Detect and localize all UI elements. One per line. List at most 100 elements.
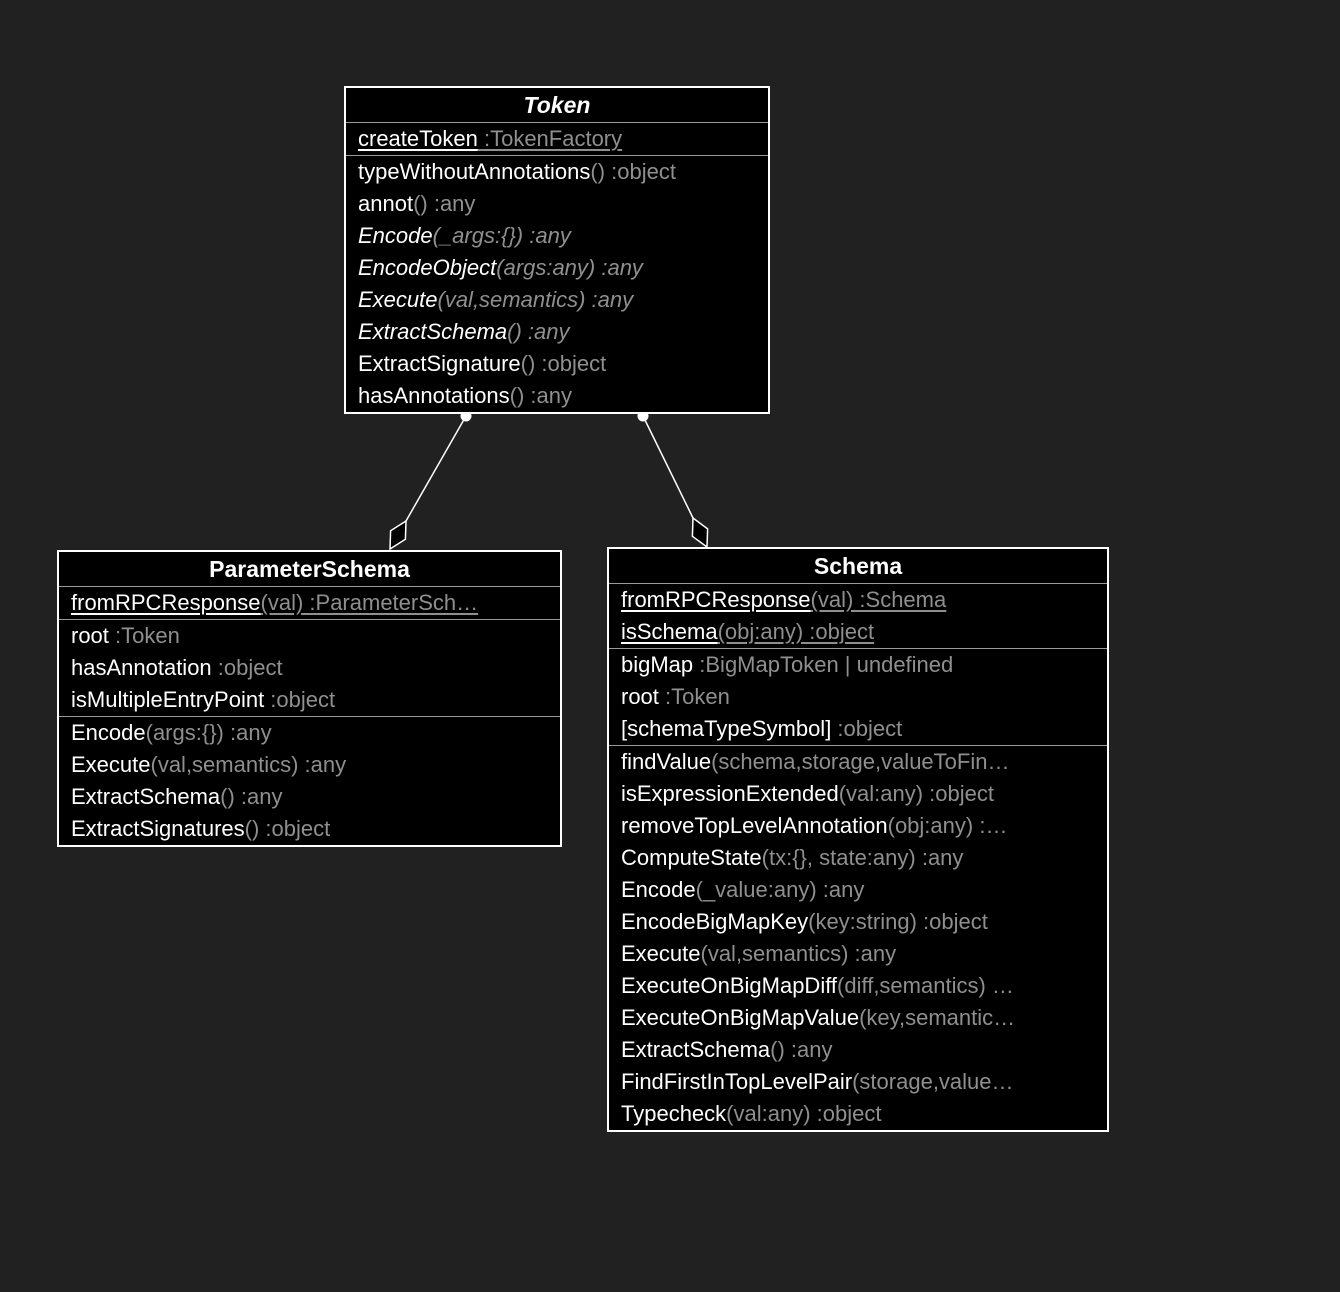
member-signature: :object	[211, 655, 283, 680]
member-signature: (val) :ParameterSch…	[260, 590, 479, 615]
member-name: annot	[358, 191, 414, 216]
member-name: hasAnnotations	[358, 383, 510, 408]
member-signature: () :object	[520, 351, 607, 376]
member-signature: (val,semantics) :any	[437, 287, 634, 312]
member-signature: (_value:any) :any	[695, 877, 865, 902]
edge-line	[405, 415, 467, 522]
member-signature: (tx:{}, state:any) :any	[761, 845, 964, 870]
member-signature: () :object	[590, 159, 676, 184]
member-name: Execute	[621, 941, 701, 966]
member-row: removeTopLevelAnnotation(obj:any) :…	[609, 810, 1107, 842]
member-row: root :Token	[609, 681, 1107, 713]
aggregation-diamond-icon	[389, 519, 407, 551]
member-name: fromRPCResponse	[71, 590, 261, 615]
member-name: createToken	[358, 126, 478, 151]
member-signature: (key,semantic…	[859, 1005, 1016, 1030]
member-name: removeTopLevelAnnotation	[621, 813, 888, 838]
member-signature: (diff,semantics) …	[837, 973, 1014, 998]
member-signature: :Token	[108, 623, 180, 648]
member-row: Typecheck(val:any) :object	[609, 1098, 1107, 1130]
aggregation-edge-schema-token	[637, 410, 709, 549]
member-row: Execute(val,semantics) :any	[59, 749, 560, 781]
member-row: fromRPCResponse(val) :Schema	[609, 584, 1107, 616]
member-row: ExtractSchema() :any	[346, 316, 768, 348]
aggregation-diamond-icon	[691, 516, 709, 549]
member-row: ExecuteOnBigMapDiff(diff,semantics) …	[609, 970, 1107, 1002]
member-name: ExtractSchema	[621, 1037, 771, 1062]
member-signature: :object	[831, 716, 903, 741]
member-name: ExtractSchema	[71, 784, 221, 809]
member-signature: (schema,storage,valueToFin…	[711, 749, 1010, 774]
member-signature: (val) :Schema	[810, 587, 947, 612]
member-name: Typecheck	[621, 1101, 727, 1126]
member-name: root	[621, 684, 659, 709]
member-signature: () :any	[770, 1037, 833, 1062]
member-signature: () :any	[509, 383, 573, 408]
member-name: bigMap	[621, 652, 694, 677]
member-row: ComputeState(tx:{}, state:any) :any	[609, 842, 1107, 874]
class-section: createToken :TokenFactory	[346, 123, 768, 156]
member-row: EncodeObject(args:any) :any	[346, 252, 768, 284]
class-title: Token	[346, 88, 768, 123]
member-name: EncodeBigMapKey	[621, 909, 809, 934]
aggregation-edge-parameterschema-token	[389, 410, 472, 551]
member-row: ExtractSchema() :any	[609, 1034, 1107, 1066]
member-signature: (args:any) :any	[496, 255, 643, 280]
member-row: ExecuteOnBigMapValue(key,semantic…	[609, 1002, 1107, 1034]
member-signature: () :object	[244, 816, 331, 841]
member-name: ExecuteOnBigMapDiff	[621, 973, 838, 998]
member-name: Execute	[358, 287, 438, 312]
member-row: isSchema(obj:any) :object	[609, 616, 1107, 648]
member-row: createToken :TokenFactory	[346, 123, 768, 155]
member-row: ExtractSignature() :object	[346, 348, 768, 380]
member-signature: () :any	[220, 784, 283, 809]
member-signature: (obj:any) :…	[887, 813, 1008, 838]
member-row: ExtractSchema() :any	[59, 781, 560, 813]
member-signature: () :any	[413, 191, 476, 216]
member-row: typeWithoutAnnotations() :object	[346, 156, 768, 188]
member-name: FindFirstInTopLevelPair	[621, 1069, 853, 1094]
member-signature: (val,semantics) :any	[150, 752, 347, 777]
member-name: ExtractSchema	[358, 319, 508, 344]
member-signature: :object	[264, 687, 336, 712]
member-row: Encode(_value:any) :any	[609, 874, 1107, 906]
class-body: fromRPCResponse(val) :ParameterSch…root …	[59, 587, 560, 845]
class-title: Schema	[609, 549, 1107, 584]
edge-line	[642, 415, 694, 519]
member-row: Encode(_args:{}) :any	[346, 220, 768, 252]
class-section: fromRPCResponse(val) :ParameterSch…	[59, 587, 560, 620]
member-row: isExpressionExtended(val:any) :object	[609, 778, 1107, 810]
member-row: annot() :any	[346, 188, 768, 220]
member-name: Encode	[358, 223, 433, 248]
member-name: findValue	[621, 749, 712, 774]
member-name: [schemaTypeSymbol]	[621, 716, 832, 741]
class-title: ParameterSchema	[59, 552, 560, 587]
member-name: ExtractSignatures	[71, 816, 245, 841]
member-signature: (obj:any) :object	[717, 619, 875, 644]
member-name: EncodeObject	[358, 255, 497, 280]
member-row: findValue(schema,storage,valueToFin…	[609, 746, 1107, 778]
member-name: isSchema	[621, 619, 718, 644]
member-name: isExpressionExtended	[621, 781, 839, 806]
member-row: FindFirstInTopLevelPair(storage,value…	[609, 1066, 1107, 1098]
member-signature: :TokenFactory	[477, 126, 623, 151]
member-signature: (args:{}) :any	[145, 720, 272, 745]
member-row: [schemaTypeSymbol] :object	[609, 713, 1107, 745]
member-name: ExtractSignature	[358, 351, 521, 376]
member-signature: :BigMapToken | undefined	[693, 652, 954, 677]
member-name: typeWithoutAnnotations	[358, 159, 591, 184]
member-signature: () :any	[507, 319, 570, 344]
member-row: EncodeBigMapKey(key:string) :object	[609, 906, 1107, 938]
member-row: bigMap :BigMapToken | undefined	[609, 649, 1107, 681]
member-signature: (val:any) :object	[838, 781, 994, 806]
member-signature: (key:string) :object	[808, 909, 988, 934]
